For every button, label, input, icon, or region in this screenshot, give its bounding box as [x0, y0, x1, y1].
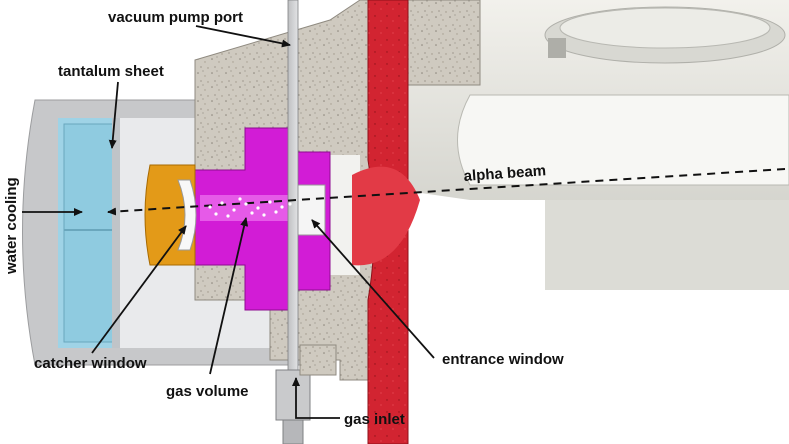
label-tantalum-sheet: tantalum sheet [58, 63, 164, 80]
label-entrance-window: entrance window [442, 351, 564, 368]
catcher [144, 164, 197, 266]
arrow-icon [209, 217, 249, 375]
tantalum-sheet-part [112, 118, 120, 348]
label-gas-volume: gas volume [166, 383, 249, 400]
arrow-icon [292, 377, 340, 419]
arrow-icon [195, 25, 291, 48]
leader-lines [22, 25, 435, 419]
label-catcher-window: catcher window [34, 355, 147, 372]
pump-port-tube [275, 0, 337, 444]
arrow-icon [311, 219, 435, 359]
label-water-cooling: water cooling [3, 177, 20, 275]
arrow-icon [108, 81, 119, 149]
label-alpha-beam: alpha beam [463, 162, 547, 185]
entrance-window-part [352, 166, 420, 266]
beamline-tube [400, 0, 789, 290]
label-gas-inlet: gas inlet [344, 411, 405, 428]
alpha-beam-line [107, 168, 786, 216]
bolt-icon [548, 38, 566, 58]
label-vacuum-pump-port: vacuum pump port [108, 9, 243, 26]
arrow-icon [91, 225, 187, 354]
gas-particles [208, 197, 292, 218]
